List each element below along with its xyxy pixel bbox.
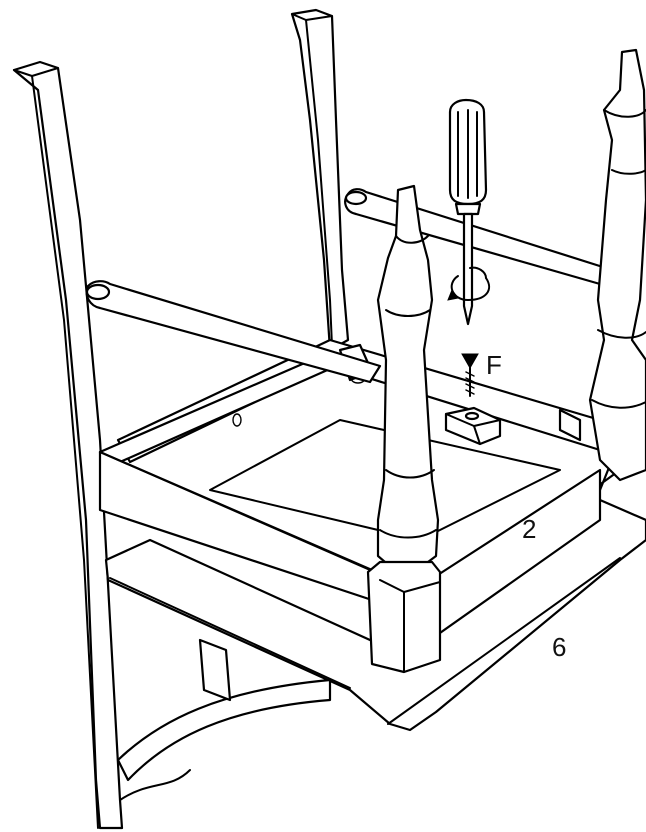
seat-panel-label: 6	[552, 632, 567, 662]
screwdriver-icon	[447, 98, 491, 326]
chair-back-left-post	[12, 60, 124, 830]
screw-f-icon	[461, 353, 479, 397]
seat-rail-label: 2	[522, 514, 537, 544]
lower-back-rail	[116, 638, 332, 801]
right-turned-leg	[588, 48, 646, 482]
front-turned-leg	[366, 184, 442, 674]
corner-block	[444, 406, 502, 446]
chair-back-right-post	[290, 8, 350, 352]
screw-label: F	[486, 350, 502, 380]
side-stretcher	[85, 280, 382, 384]
